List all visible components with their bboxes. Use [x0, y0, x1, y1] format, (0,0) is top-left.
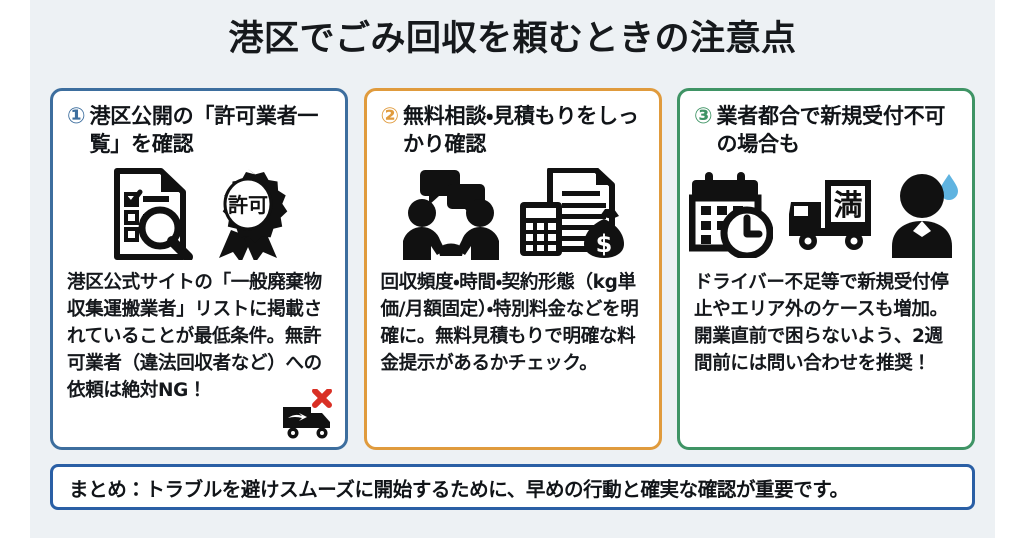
card-3-icon-row: 満: [689, 164, 958, 264]
card-1-heading-text: 港区公開の「許可業者一覧」を確認: [89, 104, 319, 156]
card-1-heading: ① 港区公開の「許可業者一覧」を確認: [67, 103, 331, 158]
card-1-icon-row: 許可: [67, 164, 331, 264]
card-2-heading-text: 無料相談・見積もりをしっかり確認: [402, 104, 639, 156]
permit-rosette-icon: 許可: [207, 168, 289, 261]
card-1-number: ①: [67, 104, 86, 129]
card-3: ③ 業者都合で新規受付不可の場合も: [677, 88, 975, 450]
summary-footer: まとめ：トラブルを避けスムーズに開始するために、早めの行動と確実な確認が重要です…: [50, 464, 975, 510]
page-title: 港区でごみ回収を頼むときの注意点: [228, 19, 797, 59]
card-2-heading: ② 無料相談・見積もりをしっかり確認: [381, 103, 645, 158]
card-3-heading-text: 業者都合で新規受付不可の場合も: [716, 104, 946, 156]
cards-container: ① 港区公開の「許可業者一覧」を確認: [50, 88, 975, 450]
checklist-magnifier-icon: [109, 168, 193, 261]
summary-footer-text: まとめ：トラブルを避けスムーズに開始するために、早めの行動と確実な確認が重要です…: [69, 477, 849, 501]
worried-person-icon: [889, 170, 963, 259]
card-2-number: ②: [380, 104, 400, 129]
no-illegal-truck-icon: [281, 388, 337, 441]
card-3-number: ③: [694, 104, 713, 129]
full-capacity-truck-icon: 満: [787, 170, 875, 258]
card-1-body: 港区公式サイトの「一般廃棄物収集運搬業者」リストに掲載されていることが最低条件。…: [67, 272, 322, 401]
svg-text:許可: 許可: [228, 193, 268, 217]
card-2: ② 無料相談・見積もりをしっかり確認: [363, 88, 662, 450]
card-1: ① 港区公開の「許可業者一覧」を確認: [50, 88, 348, 450]
card-2-body: 回収頻度・時間・契約形態（kg単価/月額固定）・特別料金などを明確に。無料見積も…: [380, 272, 639, 374]
calendar-clock-icon: [689, 170, 773, 259]
svg-text:$: $: [595, 230, 612, 258]
card-2-icon-row: $: [381, 164, 645, 264]
consultation-handshake-icon: [400, 168, 504, 261]
content-panel: 港区でごみ回収を頼むときの注意点 ① 港区公開の「許可業者一覧」を確認: [30, 0, 995, 538]
quotation-calculator-money-icon: $: [518, 168, 626, 260]
card-3-body: ドライバー不足等で新規受付停止やエリア外のケースも増加。開業直前で困らないよう、…: [694, 272, 949, 374]
card-3-heading: ③ 業者都合で新規受付不可の場合も: [694, 103, 958, 158]
svg-text:満: 満: [833, 188, 862, 222]
